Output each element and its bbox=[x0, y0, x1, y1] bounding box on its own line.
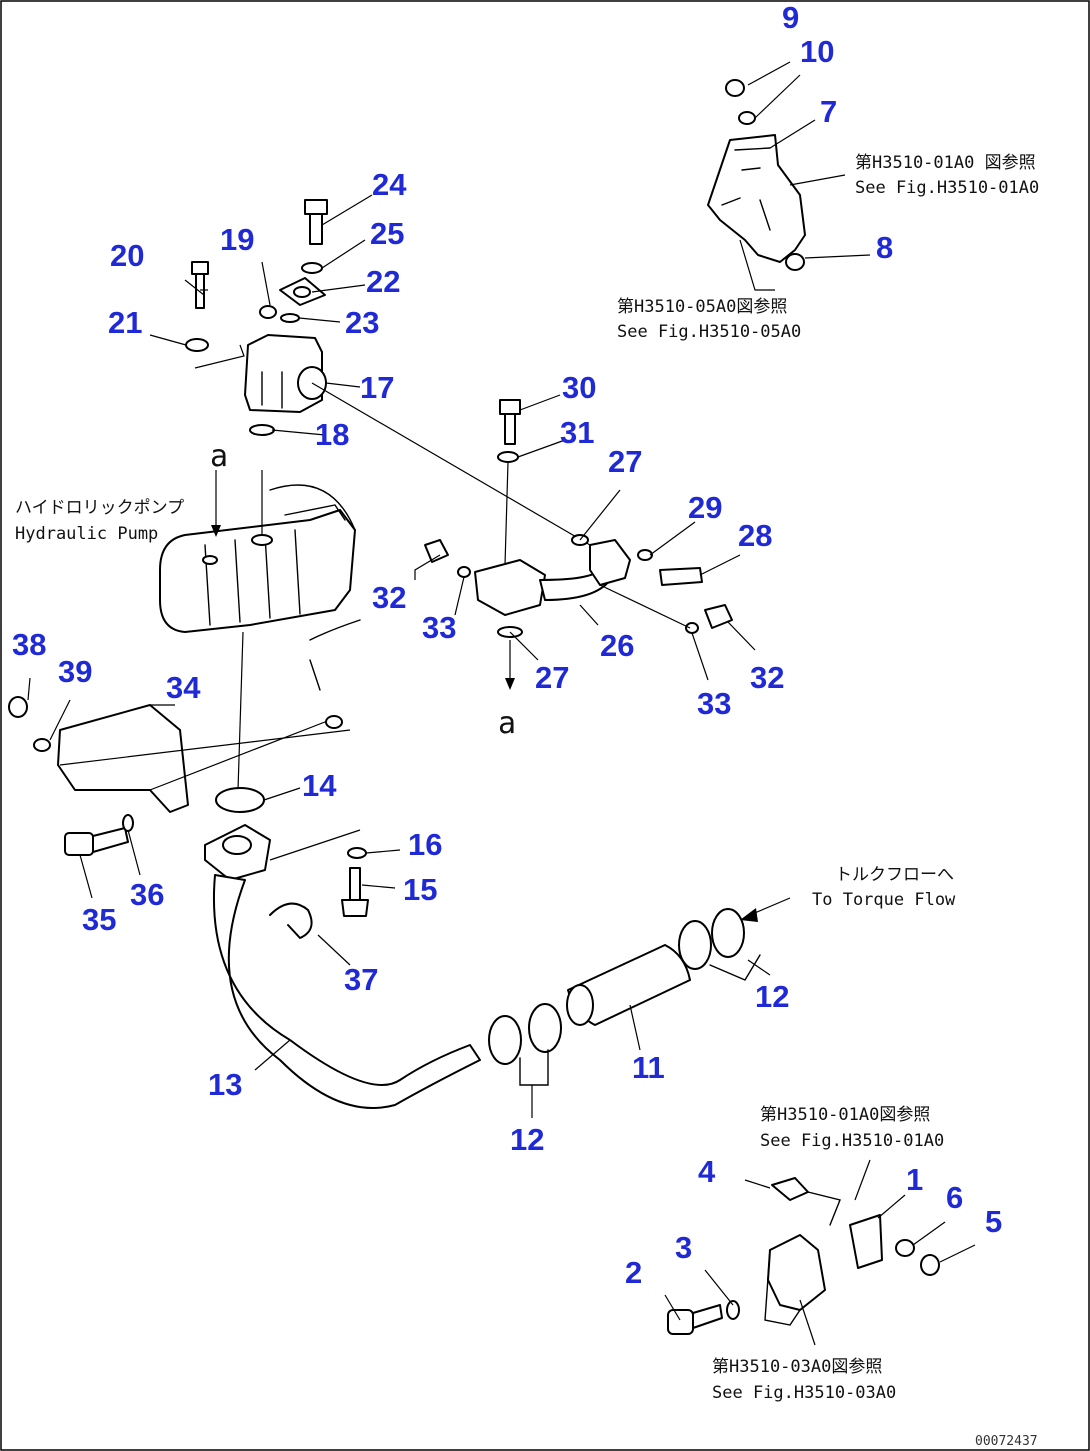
ref-top2-en: See Fig.H3510-05A0 bbox=[617, 322, 801, 342]
callout-labels: 9 10 7 8 24 25 19 20 22 23 21 17 18 30 3… bbox=[12, 0, 1002, 1290]
callout-17: 17 bbox=[360, 370, 394, 405]
callout-21: 21 bbox=[108, 305, 142, 340]
pump-label-jp: ハイドロリックポンプ bbox=[15, 498, 184, 518]
ref-top2-jp: 第H3510-05A0図参照 bbox=[617, 297, 787, 317]
callout-25: 25 bbox=[370, 216, 404, 251]
torque-flow-jp: トルクフローへ bbox=[835, 865, 954, 885]
callout-1: 1 bbox=[906, 1162, 923, 1197]
ref-mid-jp: 第H3510-01A0図参照 bbox=[760, 1105, 930, 1125]
bracket-assembly-top bbox=[707, 61, 871, 291]
callout-15: 15 bbox=[403, 872, 437, 907]
callout-13: 13 bbox=[208, 1067, 242, 1102]
callout-18: 18 bbox=[315, 417, 349, 452]
callout-11: 11 bbox=[632, 1050, 665, 1085]
callout-29: 29 bbox=[688, 490, 722, 525]
callout-33b: 33 bbox=[697, 686, 731, 721]
callout-3: 3 bbox=[675, 1230, 692, 1265]
callout-34: 34 bbox=[166, 670, 201, 705]
callout-2: 2 bbox=[625, 1255, 642, 1290]
callout-30: 30 bbox=[562, 370, 596, 405]
callout-10: 10 bbox=[800, 34, 834, 69]
manifold-pipe-assembly bbox=[414, 394, 756, 690]
hydraulic-pump bbox=[159, 470, 356, 791]
torque-flow-en: To Torque Flow bbox=[812, 890, 956, 910]
callout-6: 6 bbox=[946, 1180, 963, 1215]
callout-33a: 33 bbox=[422, 610, 456, 645]
callout-14: 14 bbox=[302, 768, 337, 803]
reference-notes: 第H3510-01A0 図参照 See Fig.H3510-01A0 第H351… bbox=[15, 153, 1039, 1449]
ref-top1-jp: 第H3510-01A0 図参照 bbox=[855, 153, 1036, 173]
mark-a-bottom: a bbox=[498, 706, 516, 741]
callout-35: 35 bbox=[82, 902, 116, 937]
callout-4: 4 bbox=[698, 1154, 716, 1189]
callout-12b: 12 bbox=[510, 1122, 544, 1157]
mount-bracket-assembly bbox=[8, 619, 361, 899]
callout-38: 38 bbox=[12, 627, 46, 662]
callout-31: 31 bbox=[560, 415, 594, 450]
ref-mid-en: See Fig.H3510-01A0 bbox=[760, 1131, 944, 1151]
callout-32b: 32 bbox=[750, 660, 784, 695]
callout-39: 39 bbox=[58, 654, 92, 689]
callout-5: 5 bbox=[985, 1204, 1002, 1239]
valve-block-assembly bbox=[149, 194, 591, 546]
callout-23: 23 bbox=[345, 305, 379, 340]
ref-bot-en: See Fig.H3510-03A0 bbox=[712, 1383, 896, 1403]
callout-28: 28 bbox=[738, 518, 772, 553]
flange-assembly bbox=[204, 787, 401, 917]
hose-assembly bbox=[213, 874, 791, 1118]
callout-19: 19 bbox=[220, 222, 254, 257]
callout-32a: 32 bbox=[372, 580, 406, 615]
callout-16: 16 bbox=[408, 827, 442, 862]
callout-20: 20 bbox=[110, 238, 144, 273]
callout-37: 37 bbox=[344, 962, 378, 997]
pump-label-en: Hydraulic Pump bbox=[15, 524, 158, 544]
callout-12a: 12 bbox=[755, 979, 789, 1014]
mark-a-top: a bbox=[210, 439, 228, 474]
callout-26: 26 bbox=[600, 628, 634, 663]
callout-36: 36 bbox=[130, 877, 164, 912]
callout-27b: 27 bbox=[535, 660, 569, 695]
callout-7: 7 bbox=[820, 94, 837, 129]
callout-24: 24 bbox=[372, 167, 407, 202]
callout-22: 22 bbox=[366, 264, 400, 299]
drawing-number: 00072437 bbox=[975, 1434, 1038, 1449]
callout-8: 8 bbox=[876, 230, 893, 265]
callout-9: 9 bbox=[782, 0, 799, 35]
bracket-assembly-bottom bbox=[664, 1159, 976, 1346]
ref-bot-jp: 第H3510-03A0図参照 bbox=[712, 1357, 882, 1377]
callout-27a: 27 bbox=[608, 444, 642, 479]
ref-top1-en: See Fig.H3510-01A0 bbox=[855, 178, 1039, 198]
